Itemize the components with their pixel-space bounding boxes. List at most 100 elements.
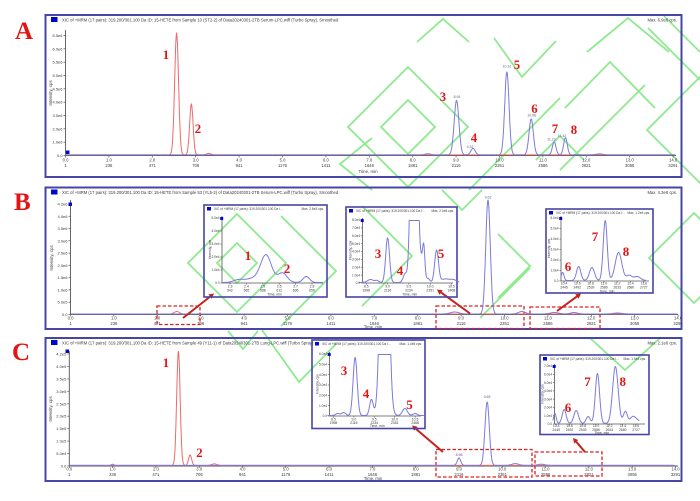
svg-text:2.4: 2.4 xyxy=(244,285,249,289)
svg-text:706: 706 xyxy=(197,321,205,326)
svg-text:2.0e5: 2.0e5 xyxy=(56,414,67,419)
svg-text:9.0: 9.0 xyxy=(458,316,464,321)
svg-text:XIC of +MRM (17 pairs): 319.20: XIC of +MRM (17 pairs): 319.200/301.100 … xyxy=(322,342,391,346)
svg-text:8.0: 8.0 xyxy=(415,316,421,321)
svg-text:3291: 3291 xyxy=(671,472,681,477)
svg-text:4.0e4: 4.0e4 xyxy=(551,237,559,241)
svg-text:1: 1 xyxy=(163,356,169,370)
svg-text:6.5e6: 6.5e6 xyxy=(52,33,63,38)
svg-text:5.0e4: 5.0e4 xyxy=(56,451,67,456)
svg-text:3.0e5: 3.0e5 xyxy=(56,389,67,394)
svg-text:2586: 2586 xyxy=(538,163,548,168)
svg-text:10.0: 10.0 xyxy=(391,418,398,422)
svg-text:2633: 2633 xyxy=(606,428,614,432)
svg-text:8: 8 xyxy=(623,244,630,259)
svg-text:Intensity, cps: Intensity, cps xyxy=(48,396,53,422)
svg-text:2492: 2492 xyxy=(574,286,582,290)
svg-text:7.0e4: 7.0e4 xyxy=(352,226,360,230)
svg-text:2351: 2351 xyxy=(498,472,508,477)
svg-text:5.0: 5.0 xyxy=(283,467,289,472)
svg-text:5: 5 xyxy=(514,58,520,72)
svg-text:236: 236 xyxy=(109,472,117,477)
svg-text:1881: 1881 xyxy=(411,472,421,477)
svg-text:1.0e5: 1.0e5 xyxy=(56,439,67,444)
svg-text:14.0: 14.0 xyxy=(671,467,680,472)
svg-text:6.0e6: 6.0e6 xyxy=(52,46,63,51)
svg-text:0.0: 0.0 xyxy=(215,281,220,285)
svg-text:3.0e4: 3.0e4 xyxy=(319,383,327,387)
svg-text:A: A xyxy=(15,18,33,45)
svg-text:Time, min: Time, min xyxy=(600,289,615,293)
svg-text:Intensity, cps: Intensity, cps xyxy=(547,238,551,258)
svg-text:2351: 2351 xyxy=(495,163,505,168)
svg-text:706: 706 xyxy=(192,163,200,168)
svg-text:2234: 2234 xyxy=(405,289,413,293)
svg-text:10.6: 10.6 xyxy=(574,282,581,286)
svg-text:2.0: 2.0 xyxy=(149,158,155,163)
svg-text:3.0e4: 3.0e4 xyxy=(544,397,552,401)
svg-text:2.0e6: 2.0e6 xyxy=(57,263,68,268)
svg-text:9.0: 9.0 xyxy=(385,285,390,289)
svg-text:11.0: 11.0 xyxy=(539,158,548,163)
svg-text:3.0e4: 3.0e4 xyxy=(352,258,360,262)
svg-text:XIC of +MRM (17 pairs): 319.20: XIC of +MRM (17 pairs): 319.200/301.100 … xyxy=(62,341,314,346)
svg-text:Time, min: Time, min xyxy=(370,424,385,428)
svg-text:Intensity, cps: Intensity, cps xyxy=(349,240,353,260)
svg-text:2.0e6: 2.0e6 xyxy=(52,126,63,131)
svg-text:2586: 2586 xyxy=(592,428,600,432)
svg-text:XIC of +MRM (17 pairs): 319.20: XIC of +MRM (17 pairs): 319.200/301.100 … xyxy=(556,211,625,215)
svg-text:12.0: 12.0 xyxy=(585,467,594,472)
svg-text:8.5: 8.5 xyxy=(364,285,369,289)
svg-text:4.0: 4.0 xyxy=(236,158,242,163)
svg-text:471: 471 xyxy=(152,472,160,477)
svg-text:11.2: 11.2 xyxy=(606,424,612,428)
svg-text:4: 4 xyxy=(397,263,404,278)
svg-text:XIC of +MRM (17 pairs): 319.20: XIC of +MRM (17 pairs): 319.200/301.100 … xyxy=(550,357,619,361)
svg-text:1176: 1176 xyxy=(278,163,288,168)
svg-text:2.5: 2.5 xyxy=(260,285,265,289)
svg-text:6.0e4: 6.0e4 xyxy=(352,234,360,238)
svg-text:3.0: 3.0 xyxy=(193,158,199,163)
svg-text:5.0e4: 5.0e4 xyxy=(319,363,327,367)
svg-text:7.0: 7.0 xyxy=(369,467,375,472)
svg-text:14.0: 14.0 xyxy=(674,316,683,321)
svg-text:11.0: 11.0 xyxy=(593,424,599,428)
svg-text:2: 2 xyxy=(284,261,291,276)
svg-text:2586: 2586 xyxy=(541,472,551,477)
svg-text:4.0e4: 4.0e4 xyxy=(544,389,552,393)
svg-text:2445: 2445 xyxy=(560,286,568,290)
svg-text:2633: 2633 xyxy=(613,286,621,290)
svg-text:3.5e6: 3.5e6 xyxy=(57,226,68,231)
svg-text:4.5e6: 4.5e6 xyxy=(52,86,63,91)
svg-text:4.0e6: 4.0e6 xyxy=(52,100,63,105)
svg-text:7.0: 7.0 xyxy=(366,158,372,163)
svg-text:11.42: 11.42 xyxy=(558,134,567,138)
svg-text:4.0e6: 4.0e6 xyxy=(57,214,68,219)
svg-text:6.0e4: 6.0e4 xyxy=(544,372,552,376)
svg-text:2.5e5: 2.5e5 xyxy=(56,401,67,406)
svg-text:659: 659 xyxy=(309,289,315,293)
svg-text:10.8: 10.8 xyxy=(579,424,586,428)
svg-text:2351: 2351 xyxy=(391,421,399,425)
svg-text:8.0: 8.0 xyxy=(410,158,416,163)
svg-text:5.0e4: 5.0e4 xyxy=(212,216,220,220)
svg-text:9.65: 9.65 xyxy=(484,395,491,399)
svg-text:2.0e4: 2.0e4 xyxy=(544,406,552,410)
svg-text:2116: 2116 xyxy=(384,289,391,293)
svg-text:0.0: 0.0 xyxy=(68,316,74,321)
svg-text:Time, min: Time, min xyxy=(364,324,383,329)
svg-text:2116: 2116 xyxy=(454,472,464,477)
svg-text:3.0: 3.0 xyxy=(196,467,202,472)
svg-text:11.4: 11.4 xyxy=(620,424,626,428)
svg-text:5.0e4: 5.0e4 xyxy=(544,381,552,385)
svg-text:10.4: 10.4 xyxy=(553,424,560,428)
svg-text:236: 236 xyxy=(110,321,118,326)
svg-text:10.8: 10.8 xyxy=(587,282,594,286)
svg-text:5.0: 5.0 xyxy=(280,158,286,163)
svg-text:Max. 4.3e6 cps.: Max. 4.3e6 cps. xyxy=(647,190,677,195)
svg-text:Max. 1.2e4 cps.: Max. 1.2e4 cps. xyxy=(627,211,650,215)
svg-text:Intensity, cps: Intensity, cps xyxy=(49,245,54,271)
svg-text:8.5: 8.5 xyxy=(331,418,336,422)
svg-text:7: 7 xyxy=(584,374,591,389)
svg-text:13.0: 13.0 xyxy=(631,316,640,321)
